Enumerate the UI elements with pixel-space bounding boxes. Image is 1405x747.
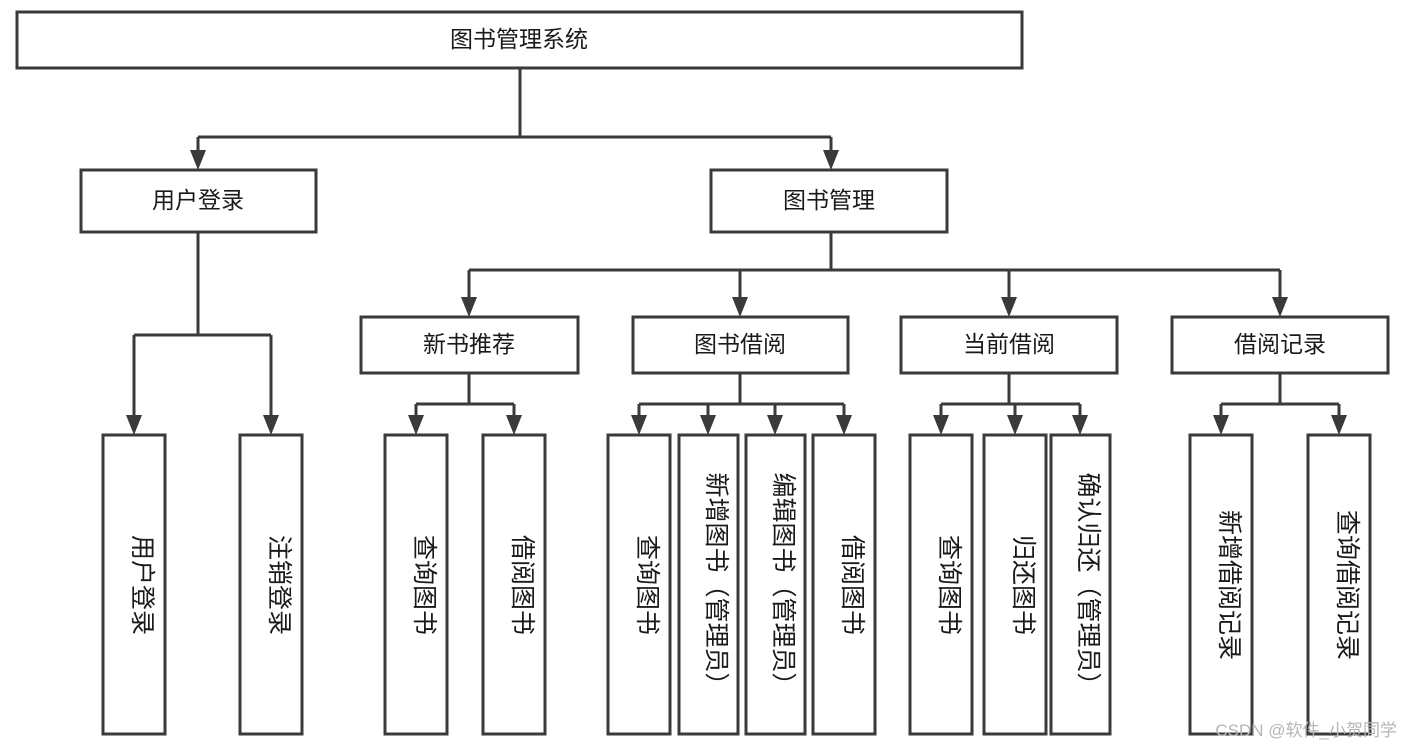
arrowhead-nb-query-books (408, 415, 424, 435)
node-borrow-records[interactable]: 借阅记录 (1170, 315, 1390, 375)
leaf-box (1188, 433, 1254, 736)
leaf-box (383, 433, 449, 736)
leaf-label: 借阅图书 (838, 535, 866, 635)
node-leaf-logout[interactable]: 注销登录 (238, 433, 304, 736)
leaf-label: 新增借阅记录 (1215, 510, 1243, 660)
leaf-box (982, 433, 1048, 736)
arrowhead-user-login (190, 150, 206, 170)
arrowhead-cb-query-books (933, 415, 949, 435)
node-book-borrow[interactable]: 图书借阅 (631, 315, 850, 375)
leaf-label: 归还图书 (1009, 535, 1037, 635)
arrowhead-cb-confirm-return (1072, 415, 1088, 435)
current-borrow-label: 当前借阅 (963, 331, 1055, 357)
new-book-recommendation-label: 新书推荐 (423, 331, 515, 357)
book-management-box (709, 168, 949, 234)
root-label: 图书管理系统 (450, 26, 588, 52)
connector-layer (126, 68, 1347, 435)
book-borrow-box (631, 315, 850, 375)
arrowhead-book-borrow (732, 297, 748, 317)
leaf-label: 确认归还（管理员） (1074, 472, 1102, 697)
node-leaf-br-query-record[interactable]: 查询借阅记录 (1306, 433, 1372, 736)
leaf-label: 注销登录 (265, 535, 293, 635)
leaf-box (908, 433, 974, 736)
leaf-box (811, 433, 877, 736)
node-leaf-bb-borrow-books[interactable]: 借阅图书 (811, 433, 877, 736)
leaf-label: 新增图书（管理员） (702, 472, 730, 697)
node-leaf-cb-query-books[interactable]: 查询图书 (908, 433, 974, 736)
leaf-box (1306, 433, 1372, 736)
node-leaf-br-add-record[interactable]: 新增借阅记录 (1188, 433, 1254, 736)
node-leaf-bb-add-book-admin[interactable]: 新增图书（管理员） (677, 433, 740, 736)
node-new-book-recommendation[interactable]: 新书推荐 (359, 315, 580, 375)
arrowhead-current-borrow (1001, 297, 1017, 317)
book-borrow-label: 图书借阅 (694, 331, 786, 357)
arrowhead-leaf-user-login (126, 415, 142, 435)
arrowhead-bb-query-books (631, 415, 647, 435)
node-leaf-bb-query-books[interactable]: 查询图书 (606, 433, 672, 736)
leaf-label: 编辑图书（管理员） (769, 472, 797, 697)
node-current-borrow[interactable]: 当前借阅 (899, 315, 1119, 375)
arrowhead-bb-borrow-book (836, 415, 852, 435)
arrowhead-new-books (461, 297, 477, 317)
leaf-box (606, 433, 672, 736)
new-book-recommendation-box (359, 315, 580, 375)
leaf-label: 查询图书 (633, 535, 661, 635)
arrowhead-nb-borrow-books (506, 415, 522, 435)
arrowhead-bb-edit-book (767, 415, 783, 435)
leaf-box (238, 433, 304, 736)
leaf-label: 查询借阅记录 (1333, 510, 1361, 660)
user-login-box (79, 168, 318, 234)
arrowhead-br-add-record (1213, 415, 1229, 435)
leaf-box (744, 433, 807, 736)
user-login-label: 用户登录 (152, 187, 244, 213)
leaf-box (677, 433, 740, 736)
node-leaf-cb-return-books[interactable]: 归还图书 (982, 433, 1048, 736)
node-leaf-nb-borrow-books[interactable]: 借阅图书 (481, 433, 547, 736)
arrowhead-book-management (823, 150, 839, 170)
leaf-box (101, 433, 167, 736)
arrowhead-bb-add-book (700, 415, 716, 435)
node-user-login[interactable]: 用户登录 (79, 168, 318, 234)
node-leaf-nb-query-books[interactable]: 查询图书 (383, 433, 449, 736)
borrow-records-box (1170, 315, 1390, 375)
current-borrow-box (899, 315, 1119, 375)
arrowhead-leaf-logout (263, 415, 279, 435)
leaf-box (1049, 433, 1112, 736)
node-leaf-cb-confirm-return-admin[interactable]: 确认归还（管理员） (1049, 433, 1112, 736)
node-leaf-user-login[interactable]: 用户登录 (101, 433, 167, 736)
leaf-label: 借阅图书 (508, 535, 536, 635)
arrowhead-borrow-records (1272, 297, 1288, 317)
leaf-label: 查询图书 (935, 535, 963, 635)
leaf-label: 用户登录 (128, 535, 156, 635)
root-box (15, 10, 1024, 70)
arrowhead-br-query-record (1331, 415, 1347, 435)
node-root-book-management-system[interactable]: 图书管理系统 (15, 10, 1024, 70)
book-management-label: 图书管理 (783, 187, 875, 213)
arrowhead-cb-return-books (1007, 415, 1023, 435)
node-book-management[interactable]: 图书管理 (709, 168, 949, 234)
node-leaf-bb-edit-book-admin[interactable]: 编辑图书（管理员） (744, 433, 807, 736)
borrow-records-label: 借阅记录 (1234, 331, 1326, 357)
leaf-box (481, 433, 547, 736)
leaf-label: 查询图书 (410, 535, 438, 635)
